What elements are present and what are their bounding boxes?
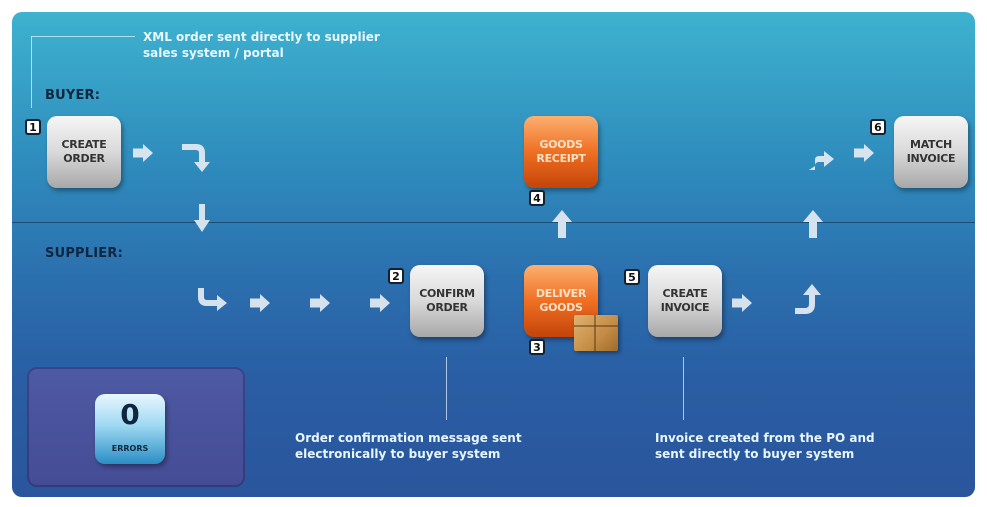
errors-counter: 0 ERRORS (95, 394, 165, 464)
arrow-down-icon (194, 204, 210, 232)
lane-divider (12, 222, 975, 223)
bend-right-arrow-icon (198, 288, 227, 311)
process-diagram: BUYER: SUPPLIER: XML order sent directly… (12, 12, 975, 497)
step-match-invoice-label: MATCH INVOICE (906, 138, 956, 165)
bend-right-arrow-icon (809, 151, 834, 170)
step-deliver-goods[interactable]: DELIVER GOODS (524, 265, 598, 337)
step-create-invoice-label: CREATE INVOICE (660, 287, 710, 314)
step-deliver-goods-label: DELIVER GOODS (535, 287, 587, 314)
confirmation-note-connector (446, 357, 447, 420)
step-create-invoice[interactable]: CREATE INVOICE (648, 265, 722, 337)
arrow-right-icon (250, 294, 270, 312)
step-6-badge: 6 (870, 119, 886, 135)
step-confirm-order[interactable]: CONFIRM ORDER (410, 265, 484, 337)
arrow-right-icon (732, 294, 752, 312)
arrow-right-icon (854, 144, 874, 162)
package-box-icon (574, 315, 618, 351)
step-match-invoice[interactable]: MATCH INVOICE (894, 116, 968, 188)
arrow-up-icon (552, 210, 572, 238)
arrow-right-icon (370, 294, 390, 312)
buyer-lane-label: BUYER: (45, 88, 101, 103)
xml-note-connector-horizontal (31, 36, 135, 37)
flow-arrows (133, 144, 874, 314)
step-confirm-order-label: CONFIRM ORDER (419, 287, 475, 314)
errors-label: ERRORS (111, 444, 149, 453)
supplier-lane-label: SUPPLIER: (45, 246, 123, 261)
xml-note-connector (31, 36, 32, 108)
step-1-badge: 1 (25, 119, 41, 135)
step-4-badge: 4 (529, 190, 545, 206)
bend-down-arrow-icon (182, 144, 210, 172)
arrow-right-icon (133, 144, 153, 162)
step-create-order-label: CREATE ORDER (61, 138, 107, 165)
step-3-badge: 3 (529, 339, 545, 355)
step-create-order[interactable]: CREATE ORDER (47, 116, 121, 188)
step-2-badge: 2 (388, 268, 404, 284)
invoice-note-connector (683, 357, 684, 420)
errors-count: 0 (120, 398, 140, 431)
step-goods-receipt[interactable]: GOODS RECEIPT (524, 116, 598, 188)
arrow-up-icon (803, 210, 823, 238)
step-5-badge: 5 (624, 269, 640, 285)
step-goods-receipt-label: GOODS RECEIPT (536, 138, 586, 165)
arrow-right-icon (310, 294, 330, 312)
bend-up-arrow-icon (795, 284, 821, 314)
xml-order-note: XML order sent directly to supplier sale… (143, 30, 380, 60)
confirmation-note: Order confirmation message sent electron… (295, 431, 522, 461)
invoice-note: Invoice created from the PO and sent dir… (655, 431, 875, 461)
